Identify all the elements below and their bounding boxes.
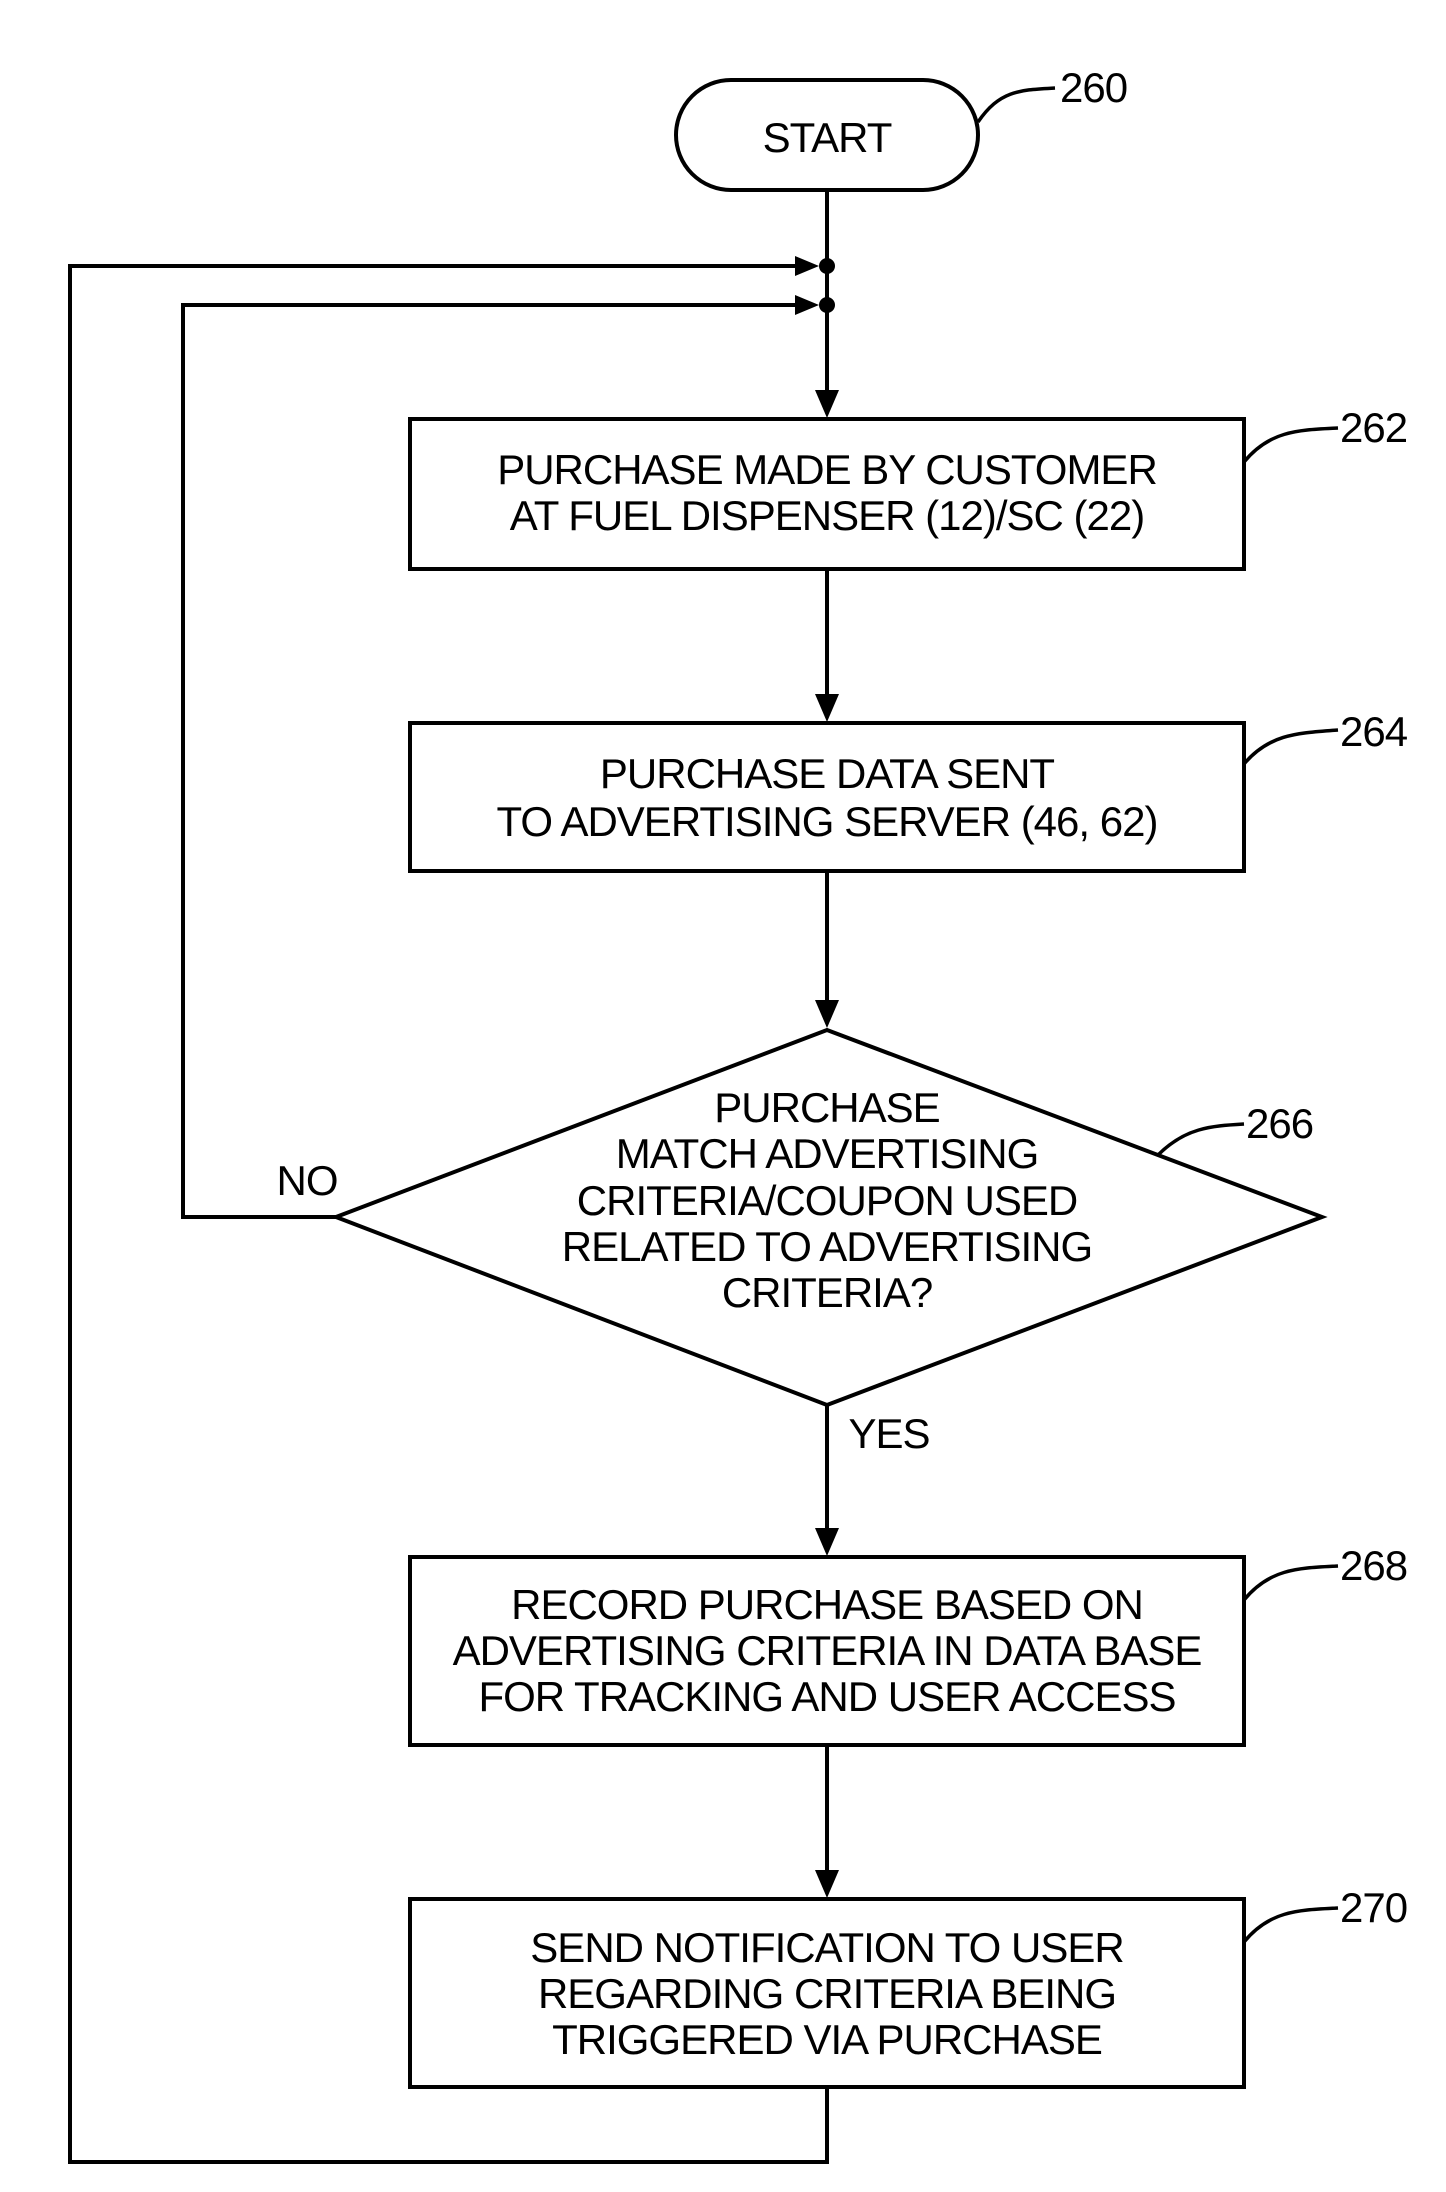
- process-270-line-1: SEND NOTIFICATION TO USER: [530, 1924, 1123, 1971]
- ref-270-leader: [1244, 1908, 1338, 1942]
- arrowhead-into-268: [815, 1528, 839, 1556]
- process-268-line-1: RECORD PURCHASE BASED ON: [511, 1581, 1143, 1628]
- ref-268-leader: [1244, 1566, 1338, 1600]
- decision-line-1: PURCHASE: [714, 1084, 939, 1131]
- junction-dot-inner: [819, 297, 835, 313]
- process-270-line-3: TRIGGERED VIA PURCHASE: [552, 2016, 1102, 2063]
- start-ref: 260: [1060, 64, 1127, 111]
- arrowhead-outer-loop: [795, 256, 819, 276]
- yes-label: YES: [848, 1410, 929, 1457]
- ref-264: 264: [1340, 708, 1408, 755]
- ref-266: 266: [1246, 1100, 1313, 1147]
- decision-line-4: RELATED TO ADVERTISING: [562, 1223, 1092, 1270]
- decision-line-2: MATCH ADVERTISING: [616, 1130, 1039, 1177]
- process-262-line-1: PURCHASE MADE BY CUSTOMER: [497, 446, 1157, 493]
- process-268-line-3: FOR TRACKING AND USER ACCESS: [478, 1673, 1175, 1720]
- start-label: START: [763, 114, 892, 161]
- process-270-line-2: REGARDING CRITERIA BEING: [538, 1970, 1116, 2017]
- ref-264-leader: [1244, 730, 1338, 764]
- process-264-line-1: PURCHASE DATA SENT: [600, 750, 1055, 797]
- decision-line-5: CRITERIA?: [722, 1269, 932, 1316]
- decision-line-3: CRITERIA/COUPON USED: [577, 1177, 1077, 1224]
- no-label: NO: [277, 1157, 338, 1204]
- ref-270: 270: [1340, 1884, 1407, 1931]
- ref-262: 262: [1340, 404, 1407, 451]
- arrowhead-into-266: [815, 1000, 839, 1028]
- ref-266-leader: [1158, 1124, 1244, 1155]
- arrowhead-into-270: [815, 1870, 839, 1898]
- junction-dot-outer: [819, 258, 835, 274]
- ref-262-leader: [1244, 428, 1338, 462]
- arrowhead-into-264: [815, 694, 839, 722]
- process-264-line-2: TO ADVERTISING SERVER (46, 62): [497, 798, 1158, 845]
- arrowhead-into-262: [815, 390, 839, 418]
- arrowhead-inner-loop: [795, 295, 819, 315]
- process-262-line-2: AT FUEL DISPENSER (12)/SC (22): [510, 492, 1144, 539]
- ref-268: 268: [1340, 1542, 1407, 1589]
- start-ref-leader: [978, 88, 1055, 122]
- process-box-264: [410, 723, 1244, 871]
- process-268-line-2: ADVERTISING CRITERIA IN DATA BASE: [453, 1627, 1202, 1674]
